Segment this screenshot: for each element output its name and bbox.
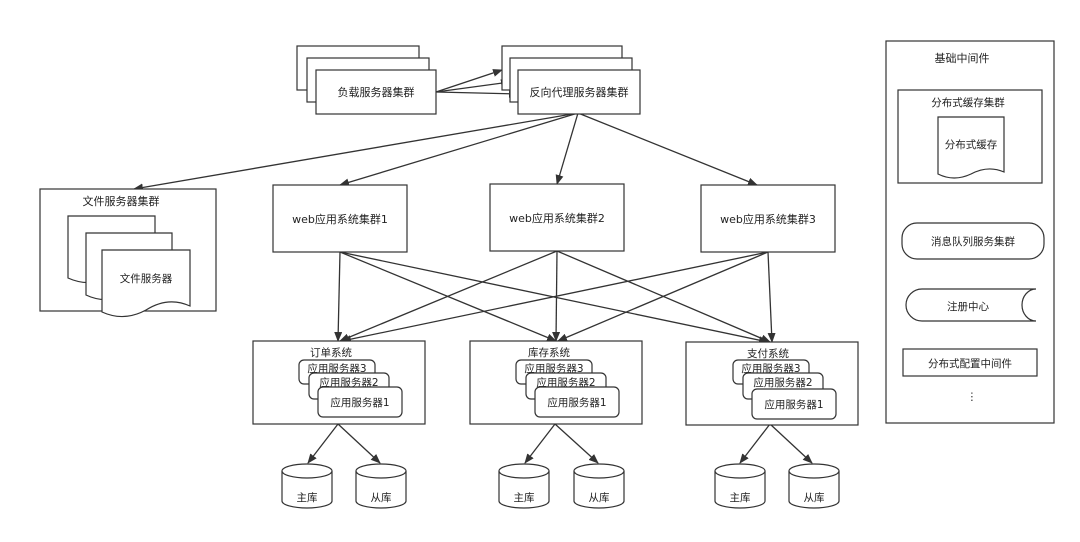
- cache-doc-label: 分布式缓存: [945, 138, 998, 151]
- order-master-db-label: 主库: [297, 491, 318, 504]
- order-server-3-label: 应用服务器3: [307, 362, 366, 375]
- load-balancer-node[interactable]: [315, 69, 437, 115]
- edge-pay-slave: [769, 423, 813, 464]
- pay-slave-db[interactable]: 从库: [788, 463, 840, 509]
- web-cluster-2[interactable]: web应用系统集群2: [489, 183, 625, 252]
- edge-lb-proxy-3: [435, 89, 519, 98]
- mq-label: 消息队列服务集群: [931, 235, 1015, 248]
- reverse-proxy-node[interactable]: [517, 69, 641, 115]
- load-balancer-cluster: 负载服务器集群: [296, 45, 437, 115]
- pay-slave-db-label: 从库: [804, 491, 825, 504]
- stock-slave-db[interactable]: 从库: [573, 463, 625, 509]
- file-server-doc-icon: [101, 249, 191, 318]
- registry-center[interactable]: 注册中心: [905, 288, 1037, 322]
- edge-web1-order: [334, 251, 343, 342]
- cache-cluster-title: 分布式缓存集群: [931, 96, 1005, 109]
- middleware-title: 基础中间件: [935, 52, 990, 65]
- pay-system[interactable]: 支付系统 应用服务器3 应用服务器2 应用服务器1: [685, 341, 859, 426]
- file-server-label: 文件服务器: [120, 272, 173, 285]
- edge-stock-slave: [554, 423, 599, 464]
- order-system[interactable]: 订单系统 应用服务器3 应用服务器2 应用服务器1: [252, 340, 426, 425]
- stock-system[interactable]: 库存系统 应用服务器3 应用服务器2 应用服务器1: [469, 340, 643, 425]
- edge-pay-master: [739, 423, 771, 464]
- pay-server-2-label: 应用服务器2: [753, 376, 812, 389]
- config-label: 分布式配置中间件: [928, 357, 1012, 370]
- middleware-panel: 基础中间件 分布式缓存集群 分布式缓存 消息队列服务集群 注册中心 分布式配置中…: [885, 40, 1055, 424]
- stock-slave-db-label: 从库: [589, 491, 610, 504]
- order-slave-db[interactable]: 从库: [355, 463, 407, 509]
- web-cluster-3-label: web应用系统集群3: [720, 212, 816, 226]
- edge-web2-order: [339, 250, 558, 342]
- pay-system-title: 支付系统: [747, 347, 789, 360]
- stock-server-1[interactable]: [534, 386, 620, 418]
- databases: 主库 从库 主库 从库 主库 从库: [281, 463, 840, 509]
- stock-master-db-label: 主库: [514, 491, 535, 504]
- cache-cluster[interactable]: 分布式缓存集群 分布式缓存: [897, 89, 1043, 184]
- file-cluster-title: 文件服务器集群: [83, 194, 160, 208]
- stock-server-3-label: 应用服务器3: [524, 362, 583, 375]
- web-cluster-3[interactable]: web应用系统集群3: [700, 184, 836, 253]
- edge-order-master: [307, 423, 339, 464]
- edge-lb-proxy-1: [435, 69, 503, 93]
- edge-stock-master: [524, 423, 556, 464]
- edges: [133, 69, 813, 464]
- edge-proxy-web2: [555, 112, 579, 185]
- order-server-1-label: 应用服务器1: [330, 396, 389, 409]
- stock-server-2-label: 应用服务器2: [536, 376, 595, 389]
- web-cluster-2-label: web应用系统集群2: [509, 211, 605, 225]
- file-server-cluster[interactable]: 文件服务器集群 文件服务器: [39, 188, 217, 318]
- edge-order-slave: [337, 423, 381, 464]
- edge-lb-proxy-2: [435, 79, 511, 93]
- edge-proxy-web3: [577, 112, 758, 186]
- edge-web3-order: [341, 251, 769, 344]
- edge-web3-pay: [767, 251, 776, 343]
- order-server-2-label: 应用服务器2: [319, 376, 378, 389]
- reverse-proxy-cluster: 反向代理服务器集群: [501, 45, 641, 115]
- stock-system-title: 库存系统: [528, 346, 570, 359]
- pay-server-1-label: 应用服务器1: [764, 398, 823, 411]
- cache-doc-icon: [937, 116, 1005, 179]
- pay-master-db[interactable]: 主库: [714, 463, 766, 509]
- pay-server-3-label: 应用服务器3: [741, 362, 800, 375]
- reverse-proxy-label: 反向代理服务器集群: [530, 85, 629, 99]
- order-server-1[interactable]: [317, 386, 403, 418]
- order-slave-db-label: 从库: [371, 491, 392, 504]
- edge-proxy-file: [133, 112, 579, 192]
- more-indicator: ⋮: [967, 391, 978, 403]
- config-middleware[interactable]: 分布式配置中间件: [902, 348, 1038, 377]
- web-cluster-1-label: web应用系统集群1: [292, 212, 388, 226]
- edge-proxy-web1: [339, 112, 579, 187]
- order-system-title: 订单系统: [310, 346, 352, 359]
- edge-web3-stock: [557, 251, 769, 342]
- load-balancer-label: 负载服务器集群: [338, 85, 415, 99]
- web-cluster-1[interactable]: web应用系统集群1: [272, 184, 408, 253]
- message-queue-cluster[interactable]: 消息队列服务集群: [901, 222, 1045, 260]
- stock-master-db[interactable]: 主库: [498, 463, 550, 509]
- stock-server-1-label: 应用服务器1: [547, 396, 606, 409]
- pay-server-1[interactable]: [751, 388, 837, 420]
- pay-master-db-label: 主库: [730, 491, 751, 504]
- order-master-db[interactable]: 主库: [281, 463, 333, 509]
- registry-label: 注册中心: [947, 300, 989, 313]
